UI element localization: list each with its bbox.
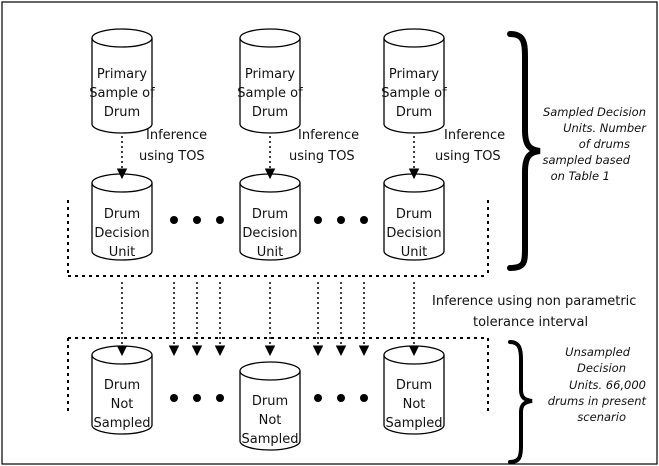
svg-text:Decision: Decision [577,361,626,375]
drum-decision-unit-label-line: Unit [109,245,135,260]
svg-text:Unsampled: Unsampled [565,345,631,359]
tos-label-line-1: Inference [298,128,359,143]
drum-decision-unit-label-line: Decision [94,226,149,241]
tolerance-arrows [116,282,420,357]
tolerance-interval-label: Inference using non parametric tolerance… [432,294,636,330]
primary-sample-drum-label-line: Primary [389,67,440,82]
svg-text:using TOS: using TOS [289,149,355,164]
drum-not-sampled-label-line: Sampled [242,432,299,447]
svg-text:on Table 1: on Table 1 [551,169,610,183]
drum-not-sampled-label-line: Not [111,397,134,412]
primary-sample-drum-label-line: Primary [97,67,148,82]
drum-decision-unit-label-line: Decision [242,226,297,241]
primary-sample-drum-label-line: Primary [245,67,296,82]
tos-label-line-2: using TOS [435,149,501,164]
drum-decision-unit-label-line: Drum [252,207,288,222]
drum-not-sampled-label-line: Sampled [94,416,151,431]
tos-label: Inference using TOS [435,128,505,164]
svg-text:using TOS: using TOS [435,149,501,164]
svg-text:Inference: Inference [444,128,505,143]
sampled-group-boundary [67,200,489,277]
drum-decision-unit-label-line: Drum [104,207,140,222]
primary-sample-drum-label-line: Sample of [89,86,155,101]
primary-sample-drum-label-line: Sample of [381,86,447,101]
svg-text:using TOS: using TOS [139,149,205,164]
sampled-annotation: Sampled Decision Units. Number of drums … [543,105,648,183]
drum-not-sampled-label-line: Drum [396,378,432,393]
svg-text:Inference using non parametric: Inference using non parametric [432,294,636,309]
drum-not-sampled-label-line: Drum [252,394,288,409]
unsampled-group-boundary [67,337,489,412]
svg-text:sampled based: sampled based [543,153,631,167]
svg-text:Inference: Inference [298,128,359,143]
svg-text:drums in present: drums in present [548,394,647,408]
sampled-brace-icon [507,31,541,271]
tos-label-line-1: Inference [146,128,207,143]
drum-decision-unit-label-line: Drum [396,207,432,222]
tos-label-line-2: using TOS [289,149,355,164]
primary-sample-drum-label-line: Drum [104,105,140,120]
tos-label-line-2: using TOS [139,149,205,164]
svg-text:scenario: scenario [577,410,626,424]
svg-text:Sampled Decision: Sampled Decision [543,105,646,119]
svg-text:Inference: Inference [146,128,207,143]
tos-arrow [116,136,420,180]
primary-sample-drum-label-line: Drum [396,105,432,120]
ellipsis-icon [170,216,224,224]
drum-not-sampled-label-line: Not [259,413,282,428]
svg-text:tolerance interval: tolerance interval [473,315,588,330]
drum-decision-unit-label-line: Decision [386,226,441,241]
ellipsis-icon [314,394,368,402]
unsampled-annotation: Unsampled Decision Units. 66,000 drums i… [548,345,647,424]
drum-not-sampled-label-line: Not [403,397,426,412]
drum-not-sampled-label-line: Sampled [386,416,443,431]
svg-text:Units. 66,000: Units. 66,000 [569,378,646,392]
primary-sample-drum-label-line: Drum [252,105,288,120]
drum-decision-unit-label-line: Unit [401,245,427,260]
drum-decision-unit-label-line: Unit [257,245,283,260]
tos-label: Inference using TOS [139,128,207,164]
ellipsis-icon [314,216,368,224]
svg-text:Units. Number: Units. Number [563,121,647,135]
unsampled-brace-icon [508,340,533,464]
tos-label: Inference using TOS [289,128,359,164]
ellipsis-icon [170,394,224,402]
drum-not-sampled-label-line: Drum [104,378,140,393]
tos-label-line-1: Inference [444,128,505,143]
svg-text:of drums: of drums [579,137,630,151]
primary-sample-drum-label-line: Sample of [237,86,303,101]
